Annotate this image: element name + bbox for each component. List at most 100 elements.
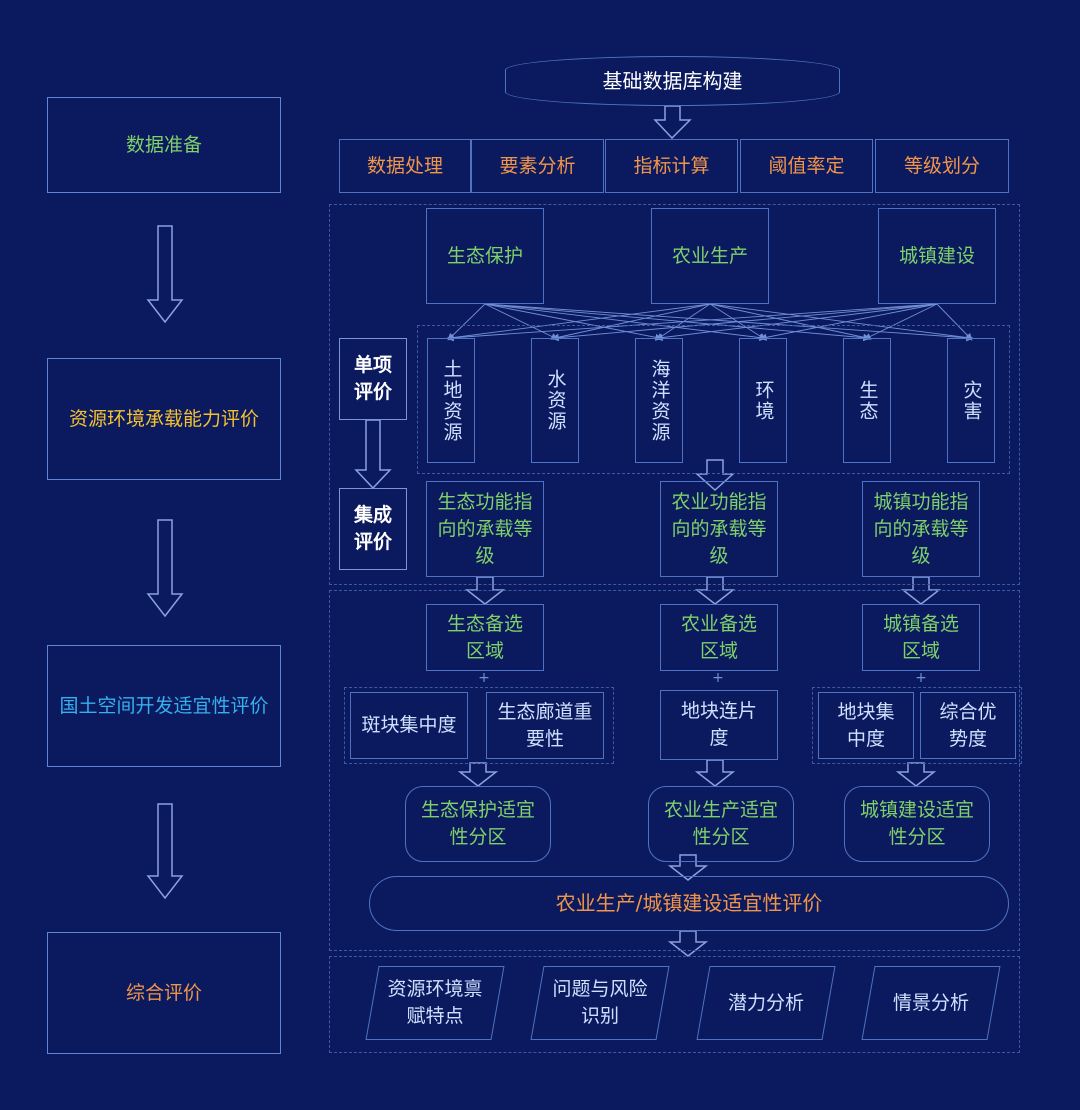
candidate-label: 农业备选区域 — [680, 612, 757, 662]
zoning-label: 农业生产适宜性分区 — [663, 799, 778, 848]
task-label: 数据处理 — [366, 154, 443, 177]
combined-label: 农业生产/城镇建设适宜性评价 — [555, 891, 823, 915]
plus-sign: + — [915, 670, 927, 686]
output-label: 问题与风险识别 — [552, 978, 648, 1027]
database-cylinder: 基础数据库构建 — [505, 56, 840, 106]
function-agriculture: 农业生产 — [651, 208, 769, 304]
output-risk: 问题与风险识别 — [537, 966, 663, 1040]
step-suitability-label: 国土空间开发适宜性评价 — [59, 694, 269, 717]
output-endowment: 资源环境禀赋特点 — [372, 966, 498, 1040]
criterion-corridor: 生态廊道重要性 — [486, 692, 604, 759]
step-comprehensive-label: 综合评价 — [125, 981, 202, 1004]
task-box: 等级划分 — [875, 139, 1009, 193]
task-box: 阈值率定 — [740, 139, 873, 193]
criterion-label: 综合优势度 — [939, 700, 997, 750]
z2c-arrow — [667, 854, 709, 881]
combined-evaluation: 农业生产/城镇建设适宜性评价 — [369, 876, 1009, 931]
factor-ocean: 海洋资源 — [635, 338, 683, 463]
output-label: 潜力分析 — [727, 991, 804, 1014]
criterion-patch-concentration: 斑块集中度 — [350, 692, 468, 759]
candidate-label: 城镇备选区域 — [882, 612, 959, 662]
factor-label: 环境 — [752, 379, 775, 422]
criterion-label: 地块集中度 — [837, 700, 895, 750]
candidate-agriculture: 农业备选区域 — [660, 604, 778, 671]
bearing-label: 农业功能指向的承载等级 — [671, 490, 767, 567]
suitability-region — [329, 590, 1020, 951]
task-label: 等级划分 — [903, 154, 980, 177]
function-label: 城镇建设 — [898, 244, 975, 267]
criterion-label: 地块连片度 — [680, 700, 757, 749]
c2z-arrow-3 — [895, 762, 937, 787]
plus-sign: + — [712, 670, 724, 686]
candidate-label: 生态备选区域 — [446, 612, 523, 662]
criterion-contiguity: 地块连片度 — [660, 690, 778, 760]
c2o-arrow — [667, 930, 709, 957]
factor-land: 土地资源 — [427, 338, 475, 463]
left-arrow-2 — [146, 519, 184, 618]
integrated-evaluation-label: 集成评价 — [339, 488, 407, 570]
cross-links — [446, 303, 974, 342]
task-box: 数据处理 — [339, 139, 471, 193]
integrated-evaluation-text: 集成评价 — [353, 504, 392, 553]
task-label: 阈值率定 — [768, 154, 845, 177]
task-label: 指标计算 — [633, 154, 710, 177]
criterion-concentration: 地块集中度 — [818, 692, 914, 759]
criteria-ecology-region — [344, 687, 614, 764]
step-suitability: 国土空间开发适宜性评价 — [47, 645, 281, 767]
criterion-label: 生态廊道重要性 — [497, 700, 593, 750]
factor-label: 水资源 — [544, 369, 567, 432]
criterion-label: 斑块集中度 — [361, 714, 457, 736]
function-label: 农业生产 — [671, 244, 748, 267]
single-evaluation-label: 单项评价 — [339, 338, 407, 420]
criteria-urban-region — [812, 687, 1022, 764]
db-arrow — [653, 105, 692, 140]
criterion-advantage: 综合优势度 — [920, 692, 1016, 759]
side-arrow — [354, 419, 392, 490]
function-ecology: 生态保护 — [426, 208, 544, 304]
left-arrow-3 — [146, 803, 184, 900]
bearing-urban: 城镇功能指向的承载等级 — [862, 481, 980, 577]
task-box: 要素分析 — [471, 139, 604, 193]
bearing-ecology: 生态功能指向的承载等级 — [426, 481, 544, 577]
task-box: 指标计算 — [605, 139, 738, 193]
bearing-label: 城镇功能指向的承载等级 — [873, 490, 969, 567]
bearing-agriculture: 农业功能指向的承载等级 — [660, 481, 778, 577]
factors-region — [417, 325, 1010, 474]
left-arrow-1 — [146, 225, 184, 324]
step-data-prep: 数据准备 — [47, 97, 281, 193]
factor-disaster: 灾害 — [947, 338, 995, 463]
step-data-prep-label: 数据准备 — [125, 133, 202, 156]
zoning-ecology: 生态保护适宜性分区 — [405, 786, 551, 862]
c2z-arrow-2 — [694, 759, 736, 787]
factor-arrow — [695, 459, 735, 492]
outputs-region — [329, 956, 1020, 1053]
factor-label: 土地资源 — [440, 358, 463, 443]
bearing-label: 生态功能指向的承载等级 — [437, 490, 533, 567]
plus-sign: + — [478, 670, 490, 686]
zoning-urban: 城镇建设适宜性分区 — [844, 786, 990, 862]
database-label: 基础数据库构建 — [602, 68, 743, 93]
factor-label: 海洋资源 — [648, 358, 671, 443]
factor-environment: 环境 — [739, 338, 787, 463]
output-label: 资源环境禀赋特点 — [387, 978, 483, 1027]
step-carrying-capacity: 资源环境承载能力评价 — [47, 358, 281, 480]
c2z-arrow-1 — [457, 762, 499, 787]
output-scenario: 情景分析 — [868, 966, 994, 1040]
function-urban: 城镇建设 — [878, 208, 996, 304]
zoning-agriculture: 农业生产适宜性分区 — [648, 786, 794, 862]
task-label: 要素分析 — [499, 154, 576, 177]
carrying-capacity-region — [329, 204, 1020, 585]
factor-eco: 生态 — [843, 338, 891, 463]
single-evaluation-text: 单项评价 — [353, 354, 392, 403]
output-label: 情景分析 — [892, 991, 969, 1014]
zoning-label: 城镇建设适宜性分区 — [859, 799, 974, 848]
step-comprehensive: 综合评价 — [47, 932, 281, 1054]
zoning-label: 生态保护适宜性分区 — [420, 799, 535, 848]
candidate-ecology: 生态备选区域 — [426, 604, 544, 671]
output-potential: 潜力分析 — [703, 966, 829, 1040]
factor-water: 水资源 — [531, 338, 579, 463]
factor-label: 灾害 — [960, 379, 983, 422]
step-carrying-capacity-label: 资源环境承载能力评价 — [68, 407, 259, 430]
